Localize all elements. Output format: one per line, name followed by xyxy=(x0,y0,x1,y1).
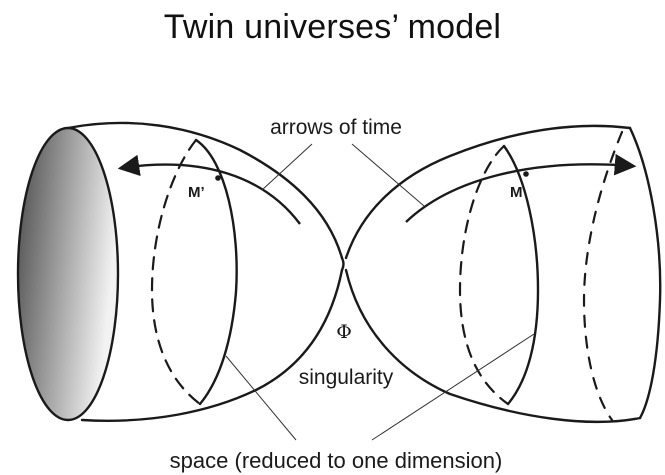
right-space-loop-back xyxy=(458,144,510,406)
leader-space-right xyxy=(371,333,535,441)
label-space: space (reduced to one dimension) xyxy=(170,448,503,473)
label-arrows-of-time: arrows of time xyxy=(270,116,402,139)
left-time-arrow xyxy=(117,154,301,225)
label-phi: Φ xyxy=(336,321,352,343)
right-sheet-bottom-edge xyxy=(344,268,642,424)
right-space-loop-front xyxy=(502,144,540,406)
diagram-title: Twin universes’ model xyxy=(163,8,502,46)
leader-lines xyxy=(225,143,535,441)
right-time-arrow xyxy=(405,153,637,223)
point-m-prime xyxy=(215,175,221,181)
right-sheet-top-edge xyxy=(344,124,632,260)
left-sheet-cusp xyxy=(340,256,345,272)
left-universe-sheet xyxy=(66,121,345,422)
left-sheet-top-edge xyxy=(66,121,344,260)
left-opening xyxy=(16,126,120,422)
left-sheet-bottom-edge xyxy=(80,268,344,422)
point-m xyxy=(523,171,529,177)
label-singularity: singularity xyxy=(299,366,394,389)
label-m: M xyxy=(510,184,523,201)
right-rim-back xyxy=(582,130,624,422)
leader-arrows-right xyxy=(351,143,425,207)
right-rim-front xyxy=(628,126,662,420)
leader-arrows-left xyxy=(261,143,313,191)
right-universe-sheet xyxy=(344,124,662,424)
leader-space-left xyxy=(225,355,297,441)
left-space-loop-front xyxy=(194,138,238,406)
left-space-loop-back xyxy=(150,138,202,406)
label-m-prime: M’ xyxy=(188,184,205,201)
